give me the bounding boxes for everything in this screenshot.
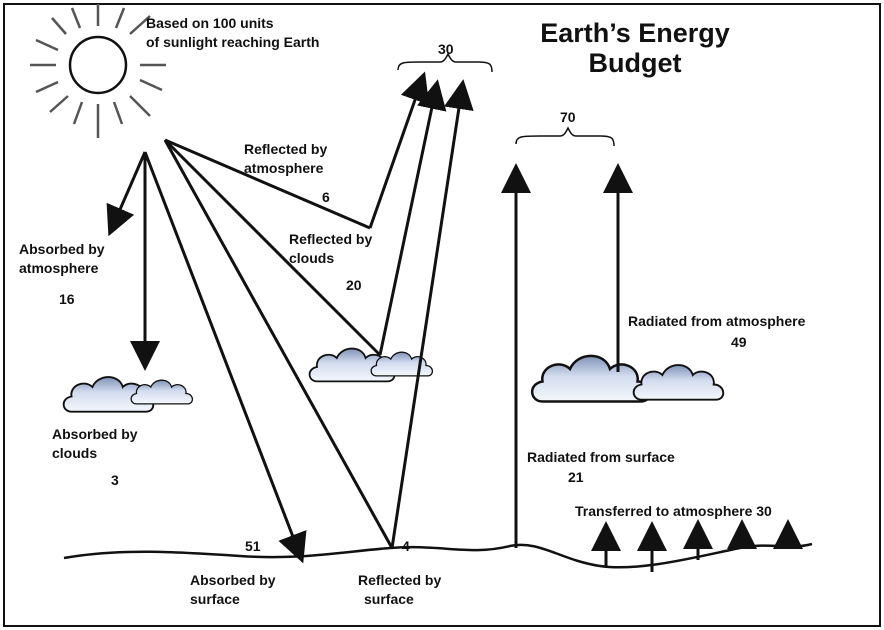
label-reflected-clouds: Reflected by clouds [289,230,372,268]
total-radiated: 70 [560,109,576,125]
label-absorbed-atmosphere: Absorbed by atmosphere [19,240,105,278]
label-radiated-surface: Radiated from surface [527,449,675,465]
label-line: Reflected by [289,231,373,247]
ground-line [63,542,813,569]
title-line-1: Earth’s Energy [540,18,730,48]
label-reflected-surface: Reflected by surface [358,571,441,609]
label-reflected-atmosphere: Reflected by atmosphere [244,140,327,178]
value-radiated-atmosphere: 49 [731,334,747,350]
bracket-radiated [515,126,615,147]
energy-arrows [106,71,803,572]
label-line: clouds [52,445,98,461]
intro-line-1: Based on 100 units [146,15,274,31]
title-line-2: Budget [588,48,682,78]
value-reflected-surface: 4 [402,538,410,554]
label-transferred-atmosphere: Transferred to atmosphere 30 [575,503,772,519]
label-line: Reflected by [358,572,442,588]
label-line: atmosphere [19,260,99,276]
sun-icon [30,4,166,138]
label-line: Absorbed by [19,241,105,257]
value-radiated-surface: 21 [568,469,584,485]
cloud-icon-middle [308,347,434,383]
label-radiated-atmosphere: Radiated from atmosphere [628,313,806,329]
arrow-reflected-atmosphere [368,71,430,229]
label-line: surface [364,591,414,607]
value-reflected-atmosphere: 6 [322,189,330,205]
arrow-absorbed-surface [143,151,307,564]
value-reflected-clouds: 20 [346,277,362,293]
bracket-reflected [397,52,493,73]
label-absorbed-clouds: Absorbed by clouds [52,425,138,463]
arrow-absorbed-atmosphere [106,151,147,237]
label-line: atmosphere [244,160,324,176]
intro-text: Based on 100 units of sunlight reaching … [146,14,319,52]
label-absorbed-surface: Absorbed by surface [190,571,276,609]
value-absorbed-atmosphere: 16 [59,291,75,307]
label-line: surface [190,591,240,607]
frame-border [3,3,881,627]
arrow-reflected-clouds [378,79,447,356]
label-line: Absorbed by [190,572,276,588]
ray-to-atmosphere [164,138,371,230]
total-reflected: 30 [438,41,454,57]
page-title: Earth’s Energy Budget [505,18,765,78]
cloud-icon-left [62,376,194,413]
value-absorbed-surface: 51 [245,538,261,554]
ray-to-clouds [163,138,382,357]
cloud-icon-right [530,354,725,403]
value-absorbed-clouds: 3 [111,472,119,488]
arrow-reflected-surface [390,79,474,549]
ray-to-surface [163,139,394,549]
label-line: Reflected by [244,141,328,157]
label-line: clouds [289,250,335,266]
intro-line-2: of sunlight reaching Earth [146,34,320,50]
label-line: Absorbed by [52,426,138,442]
